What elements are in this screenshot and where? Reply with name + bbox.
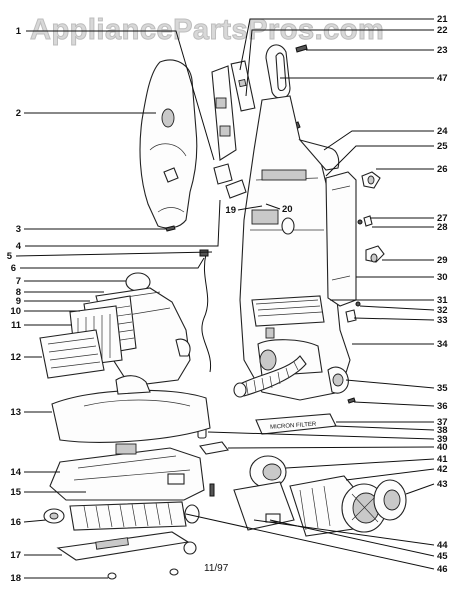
callout-33: 33: [437, 315, 448, 326]
callout-9: 9: [16, 296, 21, 307]
callout-23: 23: [437, 45, 448, 56]
callout-4: 4: [16, 241, 22, 252]
upright-body-part: [239, 95, 351, 401]
callout-11: 11: [11, 320, 22, 331]
callout-34: 34: [437, 339, 448, 350]
callout-8: 8: [16, 287, 21, 298]
callout-27: 27: [437, 213, 448, 224]
callout-30: 30: [437, 272, 448, 283]
callout-42: 42: [437, 464, 448, 475]
power-cord-part: [199, 249, 212, 373]
latch-assembly-part: [211, 65, 247, 199]
base-housing-part: [49, 443, 205, 501]
callout-20: 20: [282, 204, 293, 215]
brushroll-part: [43, 501, 200, 531]
micron-filter-part: MICRON FILTER: [197, 413, 337, 455]
micron-filter-label: MICRON FILTER: [270, 422, 317, 431]
leader-lines-left: [15, 30, 221, 579]
hose-part: [233, 355, 349, 398]
callout-28: 28: [437, 222, 448, 233]
callouts-left: 1 2 3 4 5 6 7 8 9 10 11 12 13 14 15 16 1…: [7, 26, 22, 584]
callout-5: 5: [7, 251, 13, 262]
callout-25: 25: [437, 141, 448, 152]
side-panel-part: [325, 171, 385, 323]
callout-47: 47: [437, 73, 448, 84]
callout-22: 22: [437, 25, 448, 36]
callout-6: 6: [11, 263, 16, 274]
callout-3: 3: [16, 224, 21, 235]
callout-35: 35: [437, 383, 448, 394]
callout-12: 12: [10, 352, 21, 363]
nozzle-hood-part: [51, 375, 211, 443]
callout-43: 43: [437, 479, 448, 490]
callout-39: 39: [437, 434, 448, 445]
callout-16: 16: [10, 517, 21, 528]
callout-10: 10: [10, 306, 21, 317]
callout-45: 45: [437, 551, 448, 562]
dust-cup-assembly-part: [39, 272, 191, 387]
callout-7: 7: [16, 276, 21, 287]
handle-top-part: [230, 44, 308, 132]
callout-36: 36: [437, 401, 448, 412]
motor-assembly-part: [233, 455, 407, 537]
callouts-right: 21 22 23 47 24 25 26 27 28 29 30 31 32 3…: [437, 14, 448, 575]
callout-26: 26: [437, 164, 448, 175]
callout-40: 40: [437, 442, 448, 453]
callout-38: 38: [437, 425, 448, 436]
callout-15: 15: [10, 487, 21, 498]
leader-lines-right: [185, 18, 435, 570]
callout-37: 37: [437, 417, 448, 428]
callout-17: 17: [10, 550, 21, 561]
callout-2: 2: [16, 108, 21, 119]
callout-21: 21: [437, 14, 448, 25]
leader-lines-inner: [237, 203, 281, 211]
callout-31: 31: [437, 295, 448, 306]
callout-1: 1: [16, 26, 22, 37]
callouts-inner: 19 20: [225, 204, 292, 216]
date-code: 11/97: [204, 563, 229, 574]
callout-46: 46: [437, 564, 448, 575]
callout-29: 29: [437, 255, 448, 266]
callout-18: 18: [10, 573, 21, 584]
callout-41: 41: [437, 454, 448, 465]
callout-14: 14: [10, 467, 21, 478]
base-plate-part: [56, 531, 197, 580]
callout-24: 24: [437, 126, 448, 137]
callout-13: 13: [10, 407, 21, 418]
callout-44: 44: [437, 540, 448, 551]
hood-cover-part: [139, 59, 198, 229]
screws-part: [165, 219, 363, 497]
callout-19: 19: [225, 205, 236, 216]
callout-32: 32: [437, 305, 448, 316]
